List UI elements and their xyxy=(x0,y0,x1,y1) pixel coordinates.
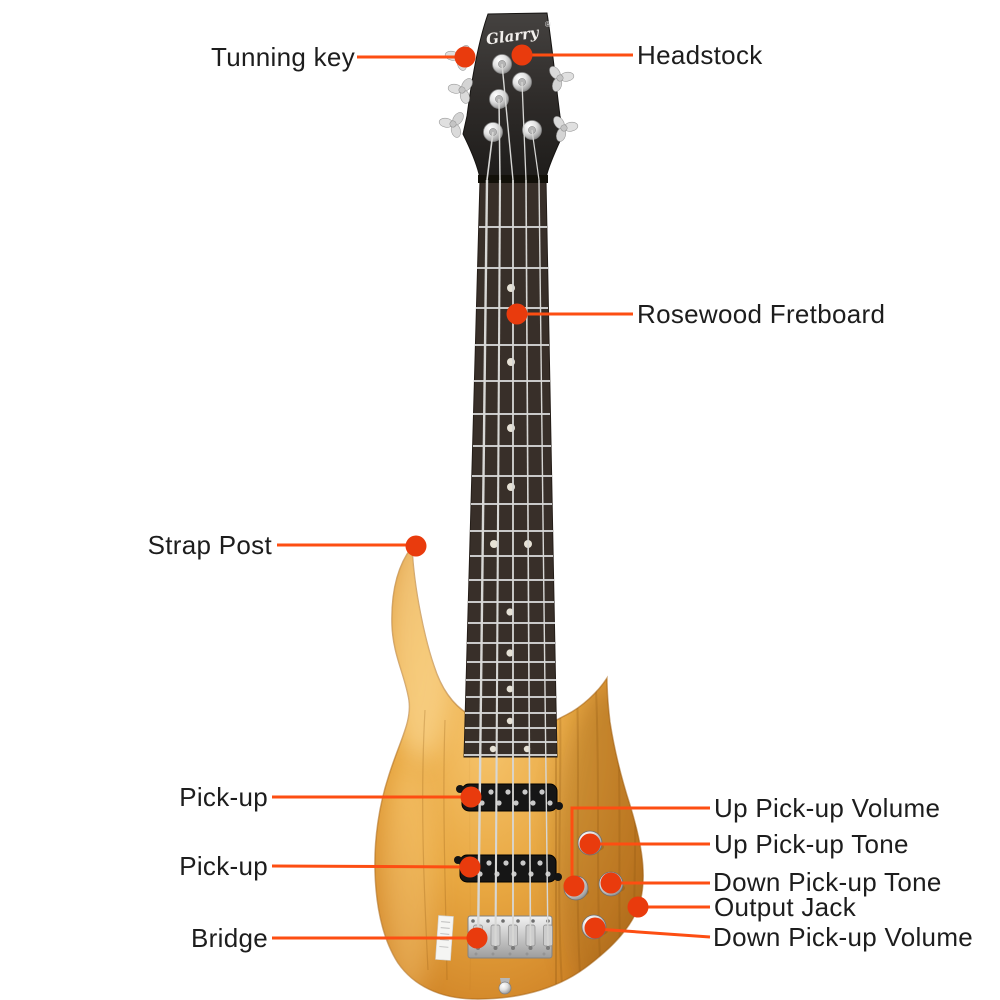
callout-line-down-pickup-volume xyxy=(595,927,711,939)
registered-mark-icon: ® xyxy=(545,20,551,29)
callout-dot-up-pickup-volume xyxy=(563,875,585,897)
headstock: Glarry ® xyxy=(436,12,581,183)
callout-dot-pickup-down xyxy=(459,856,481,878)
label-output-jack: Output Jack xyxy=(714,892,857,922)
label-headstock: Headstock xyxy=(637,40,763,70)
callout-dot-headstock xyxy=(511,44,533,66)
callout-dot-bridge xyxy=(466,927,488,949)
callout-line-pickup-down xyxy=(271,864,471,869)
wood-highlight xyxy=(382,760,434,1000)
pickup-up xyxy=(456,783,563,812)
label-pickup-down: Pick-up xyxy=(179,851,268,881)
callout-dot-rosewood-fretboard xyxy=(506,303,528,325)
callout-lines xyxy=(271,44,711,949)
callout-dot-tunning-key xyxy=(454,46,476,68)
strap-post-bottom xyxy=(498,981,512,995)
callout-line-up-pickup-volume xyxy=(570,806,710,878)
label-down-pickup-tone: Down Pick-up Tone xyxy=(713,867,942,897)
label-down-pickup-volume: Down Pick-up Volume xyxy=(713,922,974,952)
callout-dot-output-jack xyxy=(627,896,649,918)
strings xyxy=(476,63,549,947)
callout-dot-down-pickup-volume xyxy=(584,917,606,939)
label-pickup-up: Pick-up xyxy=(179,782,268,812)
label-strap-post: Strap Post xyxy=(147,530,272,560)
callout-dot-pickup-up xyxy=(460,786,482,808)
label-bridge: Bridge xyxy=(191,923,268,953)
label-up-pickup-tone: Up Pick-up Tone xyxy=(714,829,909,859)
callout-dot-down-pickup-tone xyxy=(600,872,622,894)
callout-dot-strap-post xyxy=(405,535,427,557)
label-rosewood-fretboard: Rosewood Fretboard xyxy=(637,299,886,329)
callout-dot-up-pickup-tone xyxy=(579,833,601,855)
label-tunning-key: Tunning key xyxy=(211,42,355,72)
label-up-pickup-volume: Up Pick-up Volume xyxy=(714,793,941,823)
wood-highlight xyxy=(386,547,454,760)
